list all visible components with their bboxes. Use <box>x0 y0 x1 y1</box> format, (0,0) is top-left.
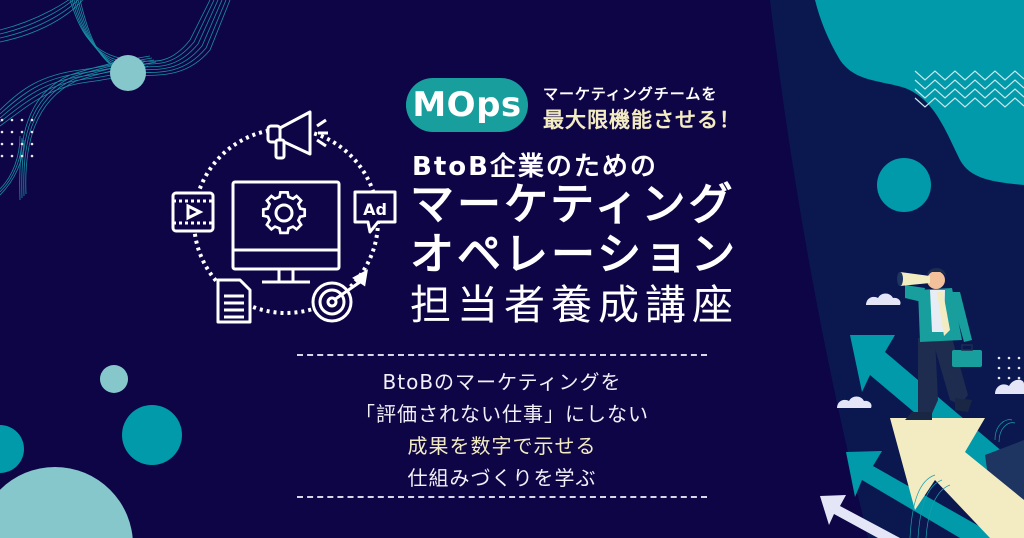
dot-grid-left <box>0 118 34 158</box>
circle-right-teal <box>877 158 931 212</box>
dot-grid-right <box>997 356 1021 380</box>
document-icon <box>216 278 252 324</box>
ad-bubble-icon: Ad <box>353 190 397 234</box>
title-course: 担当者養成講座 <box>410 281 739 329</box>
circle-small-light <box>100 365 128 393</box>
cloud-icons <box>837 293 1024 408</box>
megaphone-icon <box>266 110 328 160</box>
dashed-divider-top <box>297 354 707 356</box>
title-main-line-2: オペレーション <box>410 229 739 280</box>
title-subtitle: BtoB企業のための <box>412 152 658 182</box>
zigzag-decoration <box>914 70 1024 108</box>
circle-medium-teal <box>122 405 182 465</box>
description-line-4: 仕組みづくりを学ぶ <box>407 466 597 490</box>
circle-light-teal <box>110 55 146 91</box>
video-play-icon <box>171 191 215 233</box>
svg-text:Ad: Ad <box>363 200 387 219</box>
dashed-divider-bottom <box>297 496 707 498</box>
businessman-with-telescope-illustration <box>897 268 982 420</box>
monitor-gear-icon <box>231 180 341 284</box>
title-main-line-1: マーケティング <box>410 179 736 230</box>
rising-arrows-illustration <box>820 335 1024 538</box>
tagline-line-2: 最大限機能させる！ <box>543 108 741 132</box>
circle-large-light <box>0 467 133 538</box>
circle-edge-teal <box>0 425 24 473</box>
description-line-1: BtoBのマーケティングを <box>382 370 622 394</box>
description-line-2: 「評価されない仕事」にしない <box>355 402 649 426</box>
target-arrow-icon <box>311 269 368 323</box>
mops-badge: MOps <box>406 78 528 132</box>
tagline-line-1: マーケティングチームを <box>543 85 718 103</box>
description-line-3-highlight: 成果を数字で示せる <box>407 434 597 458</box>
